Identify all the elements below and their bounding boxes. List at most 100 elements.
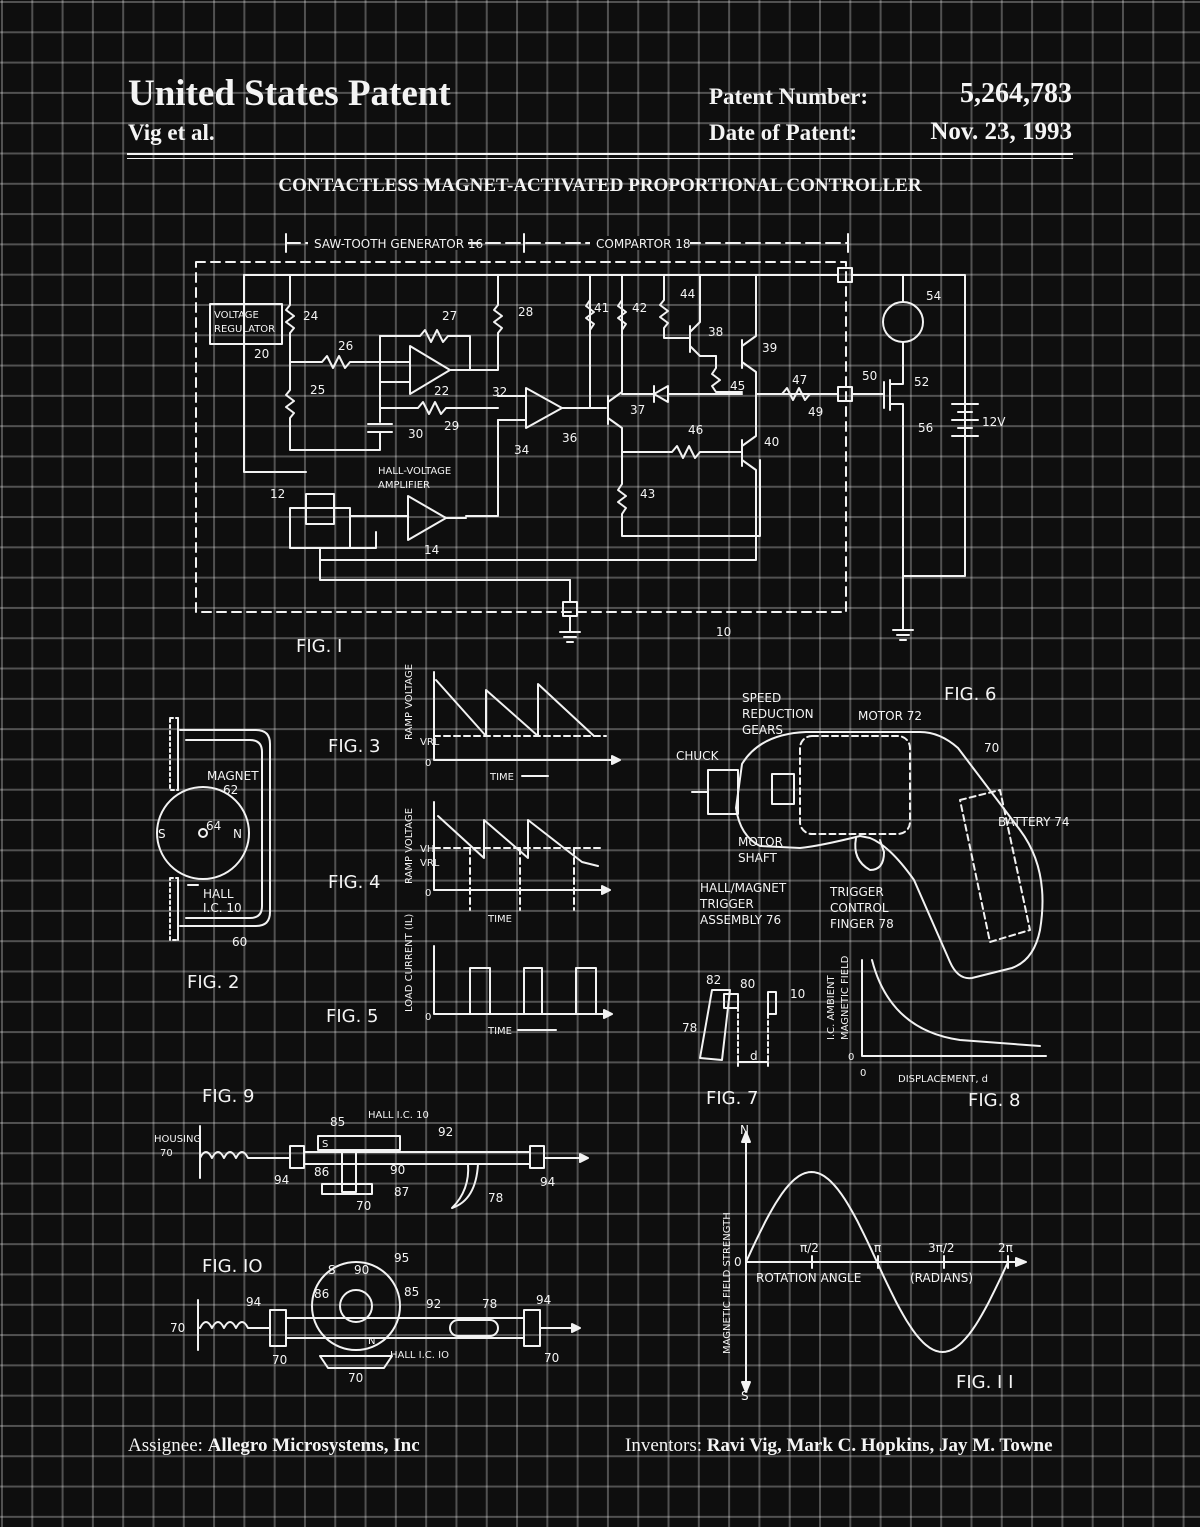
controller-boundary: [195, 261, 847, 613]
speed-label-1: SPEED: [742, 691, 781, 705]
fig9-ref-90: 90: [390, 1163, 405, 1177]
fig7-caption: FIG. 7: [706, 1088, 759, 1109]
hall-label-1: HALL/MAGNET: [700, 881, 787, 895]
battery-label: BATTERY 74: [998, 815, 1070, 829]
magnet-label: MAGNET: [207, 769, 259, 783]
motor-54: [882, 301, 924, 343]
fig3-zero: 0: [425, 758, 431, 769]
pole-s: S: [158, 827, 166, 841]
inventors-names: Ravi Vig, Mark C. Hopkins, Jay M. Towne: [706, 1435, 1053, 1456]
ic-label: I.C. 10: [203, 901, 242, 915]
fig10-ref-95: 95: [394, 1251, 409, 1265]
ref-39: 39: [762, 341, 777, 355]
sawtooth-label: SAW-TOOTH GENERATOR 16: [314, 237, 483, 251]
fig3-time: TIME: [489, 772, 514, 783]
fig9-ref-92: 92: [438, 1125, 453, 1139]
ref-70: 70: [984, 741, 999, 755]
ref-34: 34: [514, 443, 529, 457]
fig9-ref-94b: 94: [540, 1175, 555, 1189]
fig4-ylabel: RAMP VOLTAGE: [404, 808, 415, 884]
fig4-vh: VH: [420, 844, 434, 855]
assignee: Assignee: Allegro Microsystems, Inc: [128, 1435, 420, 1457]
ref-64: 64: [206, 819, 221, 833]
fig9-ref-87: 87: [394, 1185, 409, 1199]
fig9-ref-78: 78: [488, 1191, 503, 1205]
ref-26: 26: [338, 339, 353, 353]
fig10-ref-70a: 70: [170, 1321, 185, 1335]
fig10-gear: [339, 1289, 373, 1323]
fig3-ramp: [435, 679, 595, 737]
speed-label-2: REDUCTION: [742, 707, 814, 721]
fig10-ref-86: 86: [314, 1287, 329, 1301]
fig11-tick-2pi: 2π: [998, 1241, 1013, 1255]
fig4-vrl: VRL: [420, 858, 440, 869]
ref-37: 37: [630, 403, 645, 417]
fig11-s: S: [741, 1389, 749, 1403]
fig5-pulse-2: [523, 967, 543, 1015]
shaft-label-1: MOTOR: [738, 835, 783, 849]
ref-82: 82: [706, 973, 721, 987]
fig11-caption: FIG. I I: [956, 1372, 1013, 1393]
fig8-ylabel-2: MAGNETIC FIELD: [840, 955, 851, 1040]
fig9-caption: FIG. 9: [202, 1086, 255, 1107]
fig11-tick-3pi2: 3π/2: [928, 1241, 955, 1255]
fig10-caption: FIG. IO: [202, 1256, 263, 1277]
fig10-slot: [449, 1319, 499, 1337]
ref-36: 36: [562, 431, 577, 445]
fig11-unit: (RADIANS): [910, 1271, 973, 1285]
fig9-ref-94a: 94: [274, 1173, 289, 1187]
ref-27: 27: [442, 309, 457, 323]
trigger-label-3: FINGER 78: [830, 917, 894, 931]
fig3-vrl: VRL: [420, 737, 440, 748]
hall-label: HALL: [203, 887, 234, 901]
fig10-n: N: [368, 1336, 375, 1347]
fig5-ylabel: LOAD CURRENT (IL): [404, 914, 415, 1012]
battery-voltage: 12V: [982, 415, 1006, 429]
ref-50: 50: [862, 369, 877, 383]
hall-label-2: TRIGGER: [699, 897, 754, 911]
fig11-ylabel: MAGNETIC FIELD STRENGTH: [722, 1212, 733, 1354]
assignee-label: Assignee:: [128, 1435, 203, 1456]
fig10-ref-94b: 94: [536, 1293, 551, 1307]
hall-amp-label-2: AMPLIFIER: [378, 480, 430, 491]
ref-40: 40: [764, 435, 779, 449]
fig4-caption: FIG. 4: [328, 872, 381, 893]
fig9-ref-70a: 70: [160, 1148, 173, 1159]
dimension-d: d: [750, 1049, 758, 1063]
fig9-linear-assembly: HOUSING 70 HALL I.C. 10 85 S 92 94 86 90…: [154, 1086, 589, 1213]
fig2-magnet: MAGNET 62 64 S N HALL I.C. 10 60 FIG. 2: [156, 717, 271, 993]
fig11-tick-pi2: π/2: [800, 1241, 819, 1255]
ref-10: 10: [790, 987, 805, 1001]
chuck-label: CHUCK: [676, 749, 720, 763]
voltage-regulator: [209, 303, 283, 345]
ref-12: 12: [270, 487, 285, 501]
ref-47: 47: [792, 373, 807, 387]
trigger-label-1: TRIGGER: [829, 885, 884, 899]
ref-45: 45: [730, 379, 745, 393]
invention-title: CONTACTLESS MAGNET-ACTIVATED PROPORTIONA…: [278, 175, 922, 196]
fig8-ylabel-1: I.C. AMBIENT: [826, 974, 837, 1040]
fig8-zero-y: 0: [848, 1052, 854, 1063]
trigger-label-2: CONTROL: [830, 901, 889, 915]
ref-25: 25: [310, 383, 325, 397]
fig6-drill: SPEED REDUCTION GEARS MOTOR 72 CHUCK 70 …: [676, 684, 1070, 980]
inventors-label: Inventors:: [625, 1435, 703, 1456]
hall-amplifier-14: [407, 495, 447, 541]
header-rule: [127, 153, 1073, 155]
motor-outline: [799, 735, 911, 835]
fig3-5-waveforms: VRL 0 TIME RAMP VOLTAGE FIG. 3 VH VRL 0 …: [326, 664, 621, 1037]
shaft-label-2: SHAFT: [738, 851, 778, 865]
fig9-housing: HOUSING: [154, 1134, 201, 1145]
fig10-ref-70b: 70: [272, 1353, 287, 1367]
fig9-s: S: [322, 1139, 328, 1150]
pole-n: N: [233, 827, 242, 841]
fig10-hall: HALL I.C. IO: [390, 1350, 449, 1361]
ref-80: 80: [740, 977, 755, 991]
regulator-label-2: REGULATOR: [214, 324, 275, 335]
fig11-zero: 0: [734, 1255, 742, 1269]
chuck: [707, 769, 739, 815]
trigger: [854, 837, 885, 871]
fig8-xlabel: DISPLACEMENT, d: [898, 1074, 988, 1085]
